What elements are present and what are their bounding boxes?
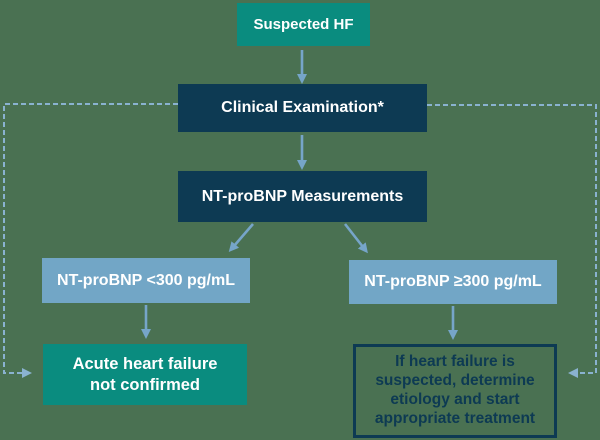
flowchart-node-suspected-hf: Suspected HF: [237, 3, 370, 46]
arrow-measurements-to-high: [343, 223, 368, 254]
flowchart-node-ntprobnp-low: NT-proBNP <300 pg/mL: [42, 258, 250, 303]
flowchart-node-ntprobnp-high: NT-proBNP ≥300 pg/mL: [349, 260, 557, 304]
node-label: NT-proBNP Measurements: [201, 187, 404, 205]
flowchart-node-hf-suspected-treatment: If heart failure is suspected, determine…: [353, 344, 557, 438]
flowchart-node-clinical-examination: Clinical Examination*: [178, 84, 427, 132]
node-label: Acute heart failure not confirmed: [72, 355, 218, 394]
dashed-arrow-clinical-to-treatment: [427, 104, 597, 378]
arrow-measurements-to-low: [228, 223, 254, 253]
node-label: NT-proBNP ≥300 pg/mL: [364, 273, 542, 290]
node-label: Suspected HF: [253, 16, 354, 33]
node-label: If heart failure is suspected, determine…: [374, 353, 536, 427]
node-label: NT-proBNP <300 pg/mL: [57, 271, 235, 289]
flowchart-node-ntprobnp-measurements: NT-proBNP Measurements: [178, 171, 427, 222]
flowchart-node-acute-hf-not-confirmed: Acute heart failure not confirmed: [43, 344, 247, 405]
dashed-arrow-clinical-to-notconfirmed: [3, 103, 178, 378]
node-label: Clinical Examination*: [221, 99, 384, 116]
